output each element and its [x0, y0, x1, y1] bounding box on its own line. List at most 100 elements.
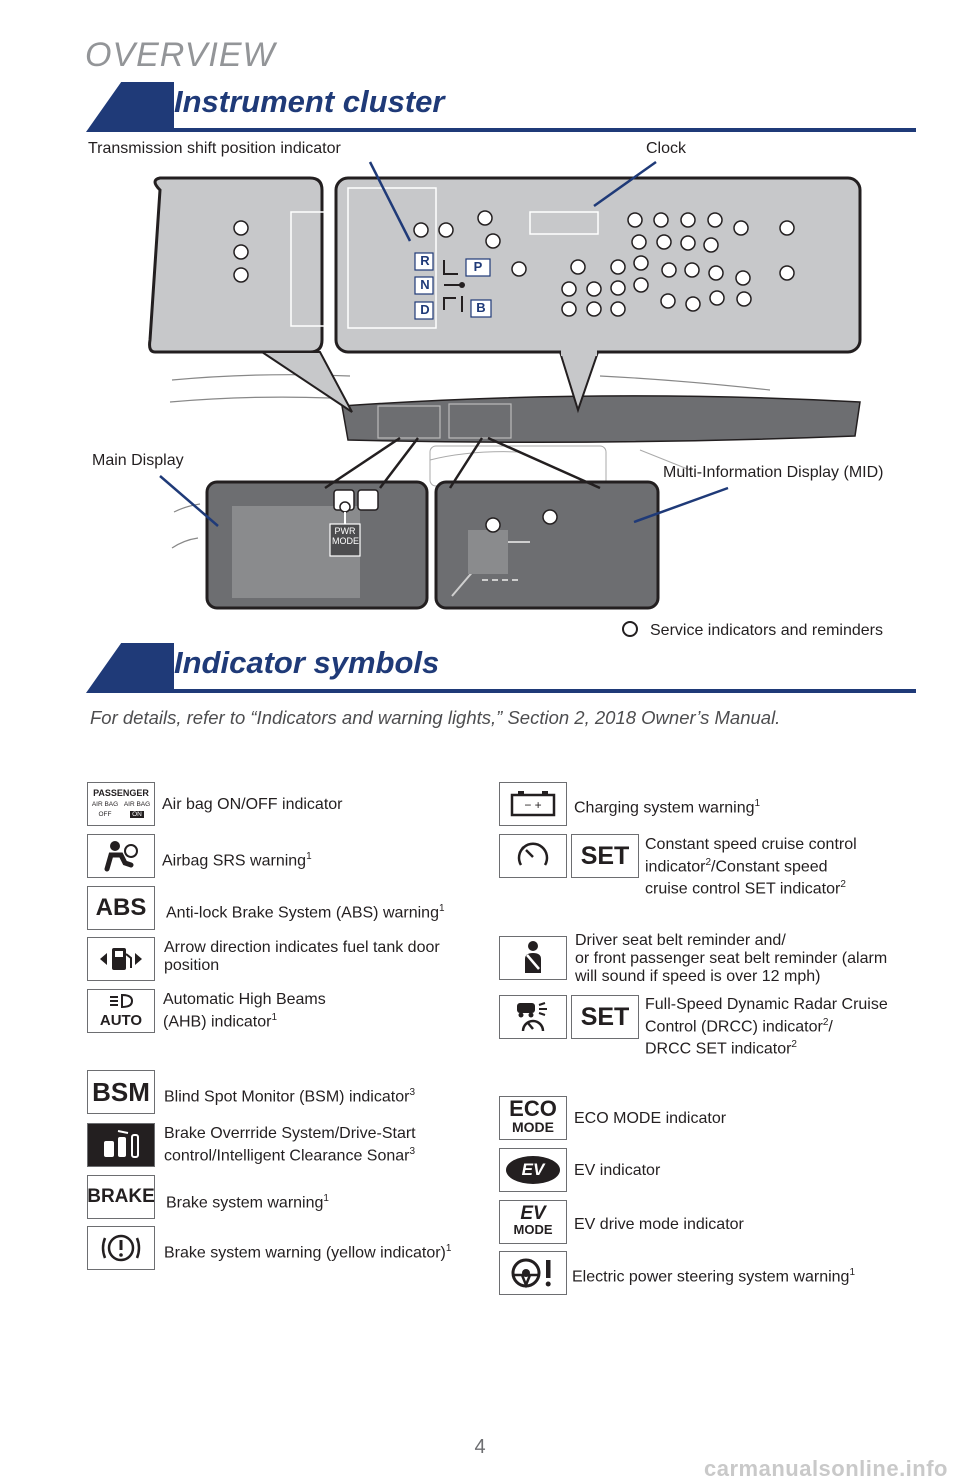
callout-clock: Clock — [646, 140, 687, 157]
ev-label: EV indicator — [574, 1162, 660, 1180]
label-text: Airbag SRS warning — [162, 852, 307, 870]
pwr-mode-line2: MODE — [332, 536, 359, 546]
airbag-srs-label: Airbag SRS warning1 — [162, 848, 312, 870]
label-text: EV indicator — [574, 1162, 661, 1179]
airbag-passenger-text: PASSENGER — [93, 788, 149, 798]
label-text: EV drive mode indicator — [574, 1216, 744, 1233]
fuel-pump-icon — [100, 948, 142, 970]
brake-yellow-label: Brake system warning (yellow indicator)1 — [164, 1240, 451, 1262]
airbag-on-line1: AIR BAG — [123, 801, 151, 808]
steering-wheel-exclamation-icon — [511, 1258, 551, 1289]
label-text: Anti-lock Brake System (ABS) warning — [166, 904, 439, 922]
callout-main-display: Main Display — [92, 452, 184, 469]
label-text-2: or front passenger seat belt reminder (a… — [575, 950, 888, 967]
eco-text: ECO — [509, 1096, 557, 1121]
cruise-set-symbol: SET — [571, 834, 639, 878]
ev-mode-mode-text: MODE — [513, 1222, 553, 1237]
header-rule — [166, 689, 916, 693]
label-text-2: Control (DRCC) indicator — [645, 1018, 823, 1036]
label-text-2: position — [164, 957, 220, 974]
callout-mid: Multi-Information Display (MID) — [663, 464, 884, 481]
footer-watermark: carmanualsonline.info — [704, 1456, 948, 1481]
header-tab-shape — [86, 643, 174, 693]
airbag-on-block: AIR BAG ON — [124, 800, 150, 820]
battery-icon: − + — [510, 791, 556, 817]
label-text: Brake system warning — [166, 1194, 324, 1212]
fuel-door-symbol — [87, 937, 155, 981]
ev-mode-ev-text: EV — [520, 1203, 546, 1224]
label-sup-3: 2 — [791, 1039, 797, 1051]
label-text-2: indicator — [645, 858, 706, 876]
ev-text: EV — [521, 1160, 545, 1179]
airbag-on-line2: ON — [130, 811, 144, 818]
label-sup: 1 — [445, 1243, 452, 1254]
charging-label: Charging system warning1 — [574, 795, 760, 817]
cluster-illustration — [148, 160, 862, 637]
ev-ellipse: EV — [506, 1156, 560, 1184]
eps-symbol — [499, 1251, 567, 1295]
cruise-symbol — [499, 834, 567, 878]
seatbelt-person-icon — [525, 941, 541, 973]
shift-letter-n: N — [420, 277, 430, 292]
eco-mode-text: MODE — [512, 1119, 554, 1135]
shift-letter-r: R — [420, 253, 430, 268]
headlight-icon — [109, 993, 133, 1009]
brake-yellow-symbol — [87, 1226, 155, 1270]
seatbelt-symbol — [499, 936, 567, 980]
pedal-sonar-icon — [104, 1130, 139, 1158]
label-text: Automatic High Beams — [163, 991, 326, 1008]
label-text: Electric power steering system warning — [572, 1268, 850, 1286]
label-sup: 3 — [409, 1087, 415, 1098]
label-text: Arrow direction indicates fuel tank door — [164, 939, 440, 956]
airbag-onoff-label: Air bag ON/OFF indicator — [162, 796, 343, 814]
bsm-symbol: BSM — [87, 1070, 155, 1114]
eco-mode-symbol: ECO MODE — [499, 1096, 567, 1140]
bsm-text: BSM — [92, 1076, 150, 1107]
overview-heading: OVERVIEW — [85, 36, 276, 74]
airbag-off-line2: OFF — [98, 811, 112, 818]
drcc-symbol — [499, 995, 567, 1039]
label-text: Blind Spot Monitor (BSM) indicator — [164, 1088, 410, 1106]
label-text-3: cruise control SET indicator — [645, 880, 841, 898]
label-text-2b: / — [828, 1018, 833, 1036]
instrument-cluster-header: Instrument cluster — [86, 82, 916, 132]
radar-cruise-icon — [517, 1002, 547, 1032]
shift-letter-b: B — [476, 300, 486, 315]
label-text: Driver seat belt reminder and/ — [575, 932, 786, 949]
brake-label: Brake system warning1 — [166, 1190, 329, 1212]
brake-symbol: BRAKE — [87, 1175, 155, 1219]
header-rule — [166, 128, 916, 132]
label-sup: 1 — [754, 798, 761, 809]
auto-text: AUTO — [99, 1012, 143, 1029]
header-tab-shape — [86, 82, 174, 132]
eps-label: Electric power steering system warning1 — [572, 1264, 855, 1286]
instrument-cluster-diagram: Transmission shift position indicator Cl… — [0, 140, 960, 640]
fuel-door-label: Arrow direction indicates fuel tank door… — [164, 939, 440, 975]
ev-mode-label: EV drive mode indicator — [574, 1216, 744, 1234]
label-sup-3: 2 — [840, 879, 846, 891]
label-text: Brake system warning (yellow indicator) — [164, 1244, 446, 1262]
indicator-symbols-title: Indicator symbols — [174, 645, 440, 680]
instrument-cluster-title: Instrument cluster — [174, 84, 445, 119]
label-sup: 3 — [409, 1146, 416, 1157]
shift-letter-p: P — [473, 259, 483, 274]
label-sup-2: 2 — [705, 857, 712, 868]
label-text: Charging system warning — [574, 799, 755, 817]
label-text: Constant speed cruise control — [645, 836, 857, 853]
details-note: For details, refer to “Indicators and wa… — [90, 707, 781, 728]
airbag-person-icon — [104, 841, 138, 872]
shift-letter-d: D — [420, 302, 430, 317]
callout-shift-indicator: Transmission shift position indicator — [88, 140, 341, 157]
abs-text: ABS — [95, 894, 147, 921]
label-text-2b: /Constant speed — [711, 858, 828, 876]
label-text-2: control/Intelligent Clearance Sonar — [164, 1147, 410, 1165]
battery-signs: − + — [524, 798, 541, 812]
label-text-2: (AHB) indicator — [163, 1013, 272, 1031]
airbag-srs-symbol — [87, 834, 155, 878]
label-text-3: will sound if speed is over 12 mph) — [575, 968, 821, 985]
set-text: SET — [580, 1002, 630, 1031]
label-text: Air bag ON/OFF indicator — [162, 796, 343, 813]
bsm-label: Blind Spot Monitor (BSM) indicator3 — [164, 1084, 415, 1106]
